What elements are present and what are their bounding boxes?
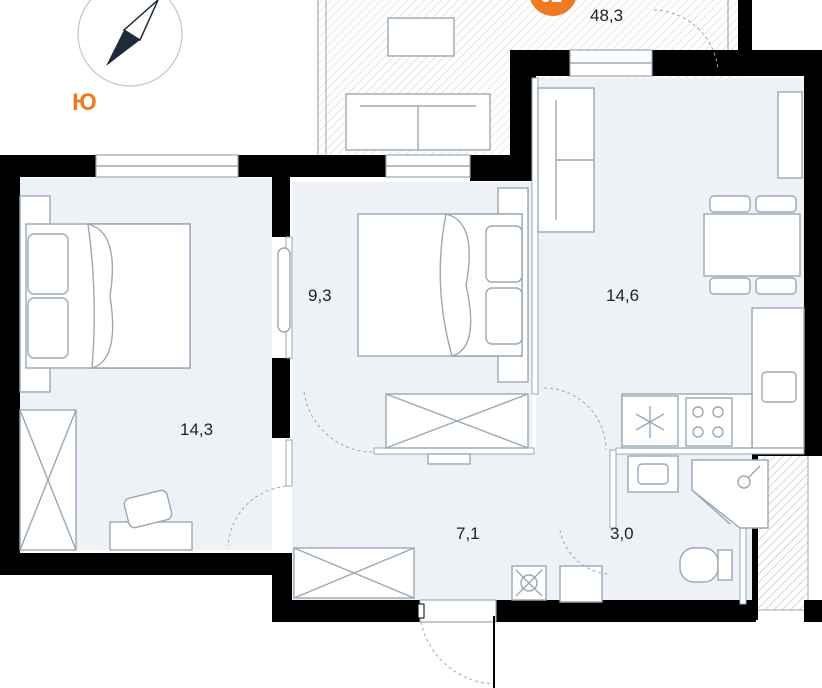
room-area-bedroom-middle: 9,3 bbox=[308, 286, 332, 305]
room-area-kitchen-living: 14,6 bbox=[606, 286, 639, 305]
snowflake-icon bbox=[635, 406, 665, 438]
door-swings bbox=[227, 9, 719, 688]
room-area-bathroom: 3,0 bbox=[610, 524, 634, 543]
compass-needle-icon bbox=[106, 0, 159, 66]
kitchen-furniture bbox=[537, 87, 805, 449]
kitchen-sink bbox=[761, 371, 797, 403]
hallway-closet bbox=[293, 547, 415, 599]
compass: Ю bbox=[72, 0, 183, 116]
balcony-table bbox=[387, 17, 455, 57]
compass-direction-label: Ю bbox=[72, 89, 97, 116]
washing-machine bbox=[559, 565, 603, 603]
bathroom-fixtures bbox=[511, 455, 769, 603]
room-area-hallway: 7,1 bbox=[456, 524, 480, 543]
middle-bedroom-furniture bbox=[277, 187, 529, 465]
left-bedroom-furniture bbox=[19, 195, 193, 551]
dining-table bbox=[703, 213, 801, 277]
washbasin bbox=[627, 455, 679, 493]
room-area-bedroom-left: 14,3 bbox=[180, 420, 213, 439]
left-chair bbox=[123, 489, 173, 529]
toilet bbox=[679, 547, 719, 583]
shower-icon bbox=[737, 465, 761, 489]
middle-mirror bbox=[277, 247, 291, 333]
unit-header: 02 48,3 bbox=[530, 0, 623, 25]
tv-unit bbox=[777, 91, 803, 179]
windows bbox=[95, 49, 653, 623]
stove bbox=[685, 397, 733, 447]
total-area: 48,3 bbox=[590, 6, 623, 25]
entrance-door-frame bbox=[419, 599, 497, 623]
left-desk bbox=[109, 521, 193, 551]
walls bbox=[0, 0, 822, 622]
unit-badge: 02 bbox=[540, 0, 562, 7]
